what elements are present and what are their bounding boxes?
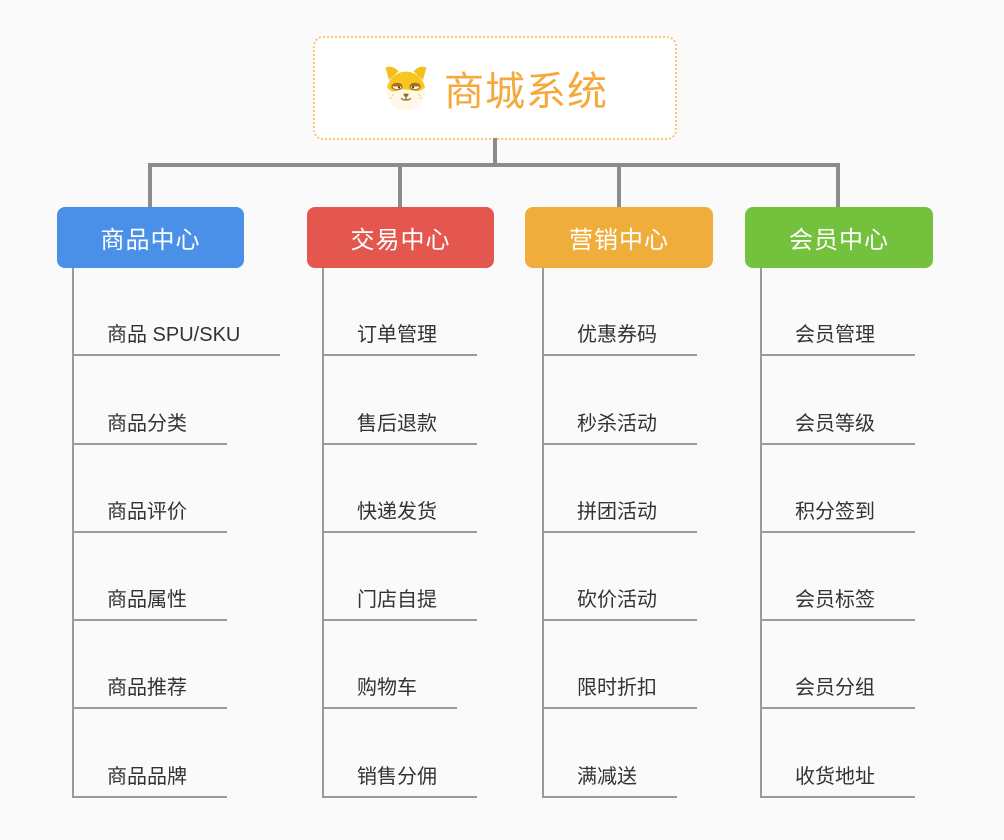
branch-children-marketing: 优惠券码 秒杀活动 拼团活动 砍价活动 限时折扣 满减送: [542, 268, 697, 798]
child-node[interactable]: 会员标签: [762, 533, 915, 622]
child-node-label: 售后退款: [357, 412, 437, 435]
child-node[interactable]: 门店自提: [324, 533, 477, 622]
branch-node-member-center[interactable]: 会员中心: [745, 207, 933, 268]
child-node-label: 商品属性: [107, 589, 187, 612]
child-node-label: 砍价活动: [577, 589, 657, 612]
child-node[interactable]: 商品评价: [74, 445, 227, 533]
dog-face-icon: [385, 66, 427, 111]
branch-children-product: 商品 SPU/SKU 商品分类 商品评价 商品属性 商品推荐 商品品牌: [72, 268, 281, 798]
child-node[interactable]: 商品 SPU/SKU: [74, 268, 281, 357]
child-node-label: 优惠券码: [577, 324, 657, 347]
connector-drop-trade: [398, 163, 402, 208]
child-node-label: 销售分佣: [357, 765, 437, 788]
connector-root-drop: [493, 138, 497, 165]
child-node[interactable]: 拼团活动: [544, 445, 697, 533]
child-node-label: 购物车: [357, 677, 417, 700]
child-node[interactable]: 会员等级: [762, 356, 915, 445]
branch-label: 会员中心: [789, 227, 889, 254]
child-node[interactable]: 订单管理: [324, 268, 477, 357]
child-node[interactable]: 砍价活动: [544, 533, 697, 622]
child-node-label: 商品品牌: [107, 765, 187, 788]
child-node[interactable]: 秒杀活动: [544, 356, 697, 445]
branch-children-trade: 订单管理 售后退款 快递发货 门店自提 购物车 销售分佣: [322, 268, 477, 798]
child-node-label: 订单管理: [357, 324, 437, 347]
child-node[interactable]: 满减送: [544, 709, 677, 798]
child-node[interactable]: 商品属性: [74, 533, 227, 622]
child-node[interactable]: 售后退款: [324, 356, 477, 445]
child-node-label: 限时折扣: [577, 677, 657, 700]
child-node-label: 收货地址: [795, 765, 875, 788]
child-node[interactable]: 优惠券码: [544, 268, 697, 357]
branch-node-marketing-center[interactable]: 营销中心: [525, 207, 713, 268]
child-node-label: 会员分组: [795, 677, 875, 700]
branch-children-member: 会员管理 会员等级 积分签到 会员标签 会员分组 收货地址: [760, 268, 915, 798]
root-title: 商城系统: [444, 70, 608, 114]
child-node[interactable]: 快递发货: [324, 445, 477, 533]
child-node-label: 商品评价: [107, 500, 187, 523]
child-node[interactable]: 会员分组: [762, 621, 915, 710]
child-node-label: 积分签到: [795, 500, 875, 523]
child-node-label: 商品推荐: [107, 677, 187, 700]
branch-node-trade-center[interactable]: 交易中心: [307, 207, 494, 268]
child-node-label: 会员等级: [795, 412, 875, 435]
child-node[interactable]: 积分签到: [762, 445, 915, 533]
child-node-label: 满减送: [577, 765, 637, 788]
child-node-label: 会员标签: [795, 589, 875, 612]
child-node[interactable]: 收货地址: [762, 709, 915, 798]
child-node-label: 快递发货: [357, 500, 437, 523]
root-node[interactable]: 商城系统: [313, 36, 677, 140]
child-node[interactable]: 商品分类: [74, 356, 227, 445]
child-node-label: 拼团活动: [577, 500, 657, 523]
child-node-label: 商品 SPU/SKU: [107, 324, 241, 347]
child-node-label: 商品分类: [107, 412, 187, 435]
child-node-label: 门店自提: [357, 589, 437, 612]
child-node[interactable]: 限时折扣: [544, 621, 697, 710]
child-node[interactable]: 商品品牌: [74, 709, 227, 798]
branch-label: 营销中心: [569, 227, 669, 254]
child-node[interactable]: 销售分佣: [324, 709, 477, 798]
connector-drop-marketing: [617, 163, 621, 208]
child-node-label: 会员管理: [795, 324, 875, 347]
child-node[interactable]: 购物车: [324, 621, 457, 710]
child-node-label: 秒杀活动: [577, 412, 657, 435]
connector-drop-member: [836, 163, 840, 208]
branch-label: 商品中心: [100, 227, 201, 254]
child-node[interactable]: 会员管理: [762, 268, 915, 357]
child-node[interactable]: 商品推荐: [74, 621, 227, 710]
branch-label: 交易中心: [350, 227, 451, 254]
connector-drop-product: [148, 163, 152, 208]
branch-node-product-center[interactable]: 商品中心: [57, 207, 244, 268]
connector-horizontal-bar: [148, 163, 840, 167]
